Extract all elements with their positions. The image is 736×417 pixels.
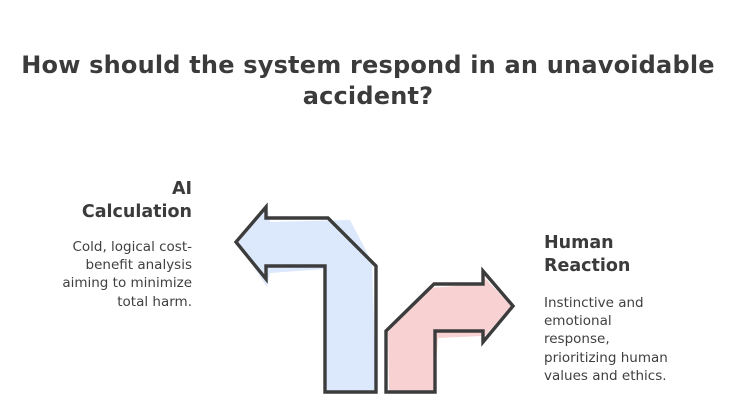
human-arrow-outline bbox=[384, 266, 516, 394]
ai-heading-line-1: AI bbox=[171, 179, 192, 199]
human-desc-line: prioritizing human bbox=[544, 349, 668, 366]
diagram-title-line-1: How should the system respond in an unav… bbox=[21, 51, 715, 79]
ai-desc-line: benefit analysis bbox=[85, 257, 192, 274]
human-arrow-fill bbox=[388, 276, 511, 392]
ai-desc-line: Cold, logical cost- bbox=[72, 239, 192, 255]
diagram-title-line-2: accident? bbox=[302, 82, 434, 110]
human-desc-line: response, bbox=[544, 331, 610, 348]
human-reaction-heading: Human Reaction bbox=[544, 232, 630, 278]
human-heading-line-2: Reaction bbox=[544, 256, 631, 276]
diagram-title: How should the system respond in an unav… bbox=[0, 50, 736, 112]
human-heading-line-1: Human bbox=[544, 233, 614, 253]
left-turn-arrow-icon bbox=[233, 202, 378, 394]
ai-calculation-description: Cold, logical cost- benefit analysis aim… bbox=[2, 238, 192, 311]
ai-desc-line: aiming to minimize bbox=[62, 275, 192, 292]
ai-heading-line-2: Calculation bbox=[81, 202, 192, 222]
ai-arrow-fill bbox=[238, 205, 376, 392]
human-reaction-description: Instinctive and emotional response, prio… bbox=[544, 294, 734, 385]
right-turn-arrow-icon bbox=[384, 266, 516, 394]
human-desc-line: Instinctive and bbox=[544, 295, 644, 311]
ai-desc-line: total harm. bbox=[117, 293, 192, 310]
human-desc-line: values and ethics. bbox=[544, 367, 667, 384]
ai-arrow-outline bbox=[233, 202, 378, 394]
ai-calculation-heading: AI Calculation bbox=[82, 178, 192, 224]
human-desc-line: emotional bbox=[544, 313, 612, 330]
